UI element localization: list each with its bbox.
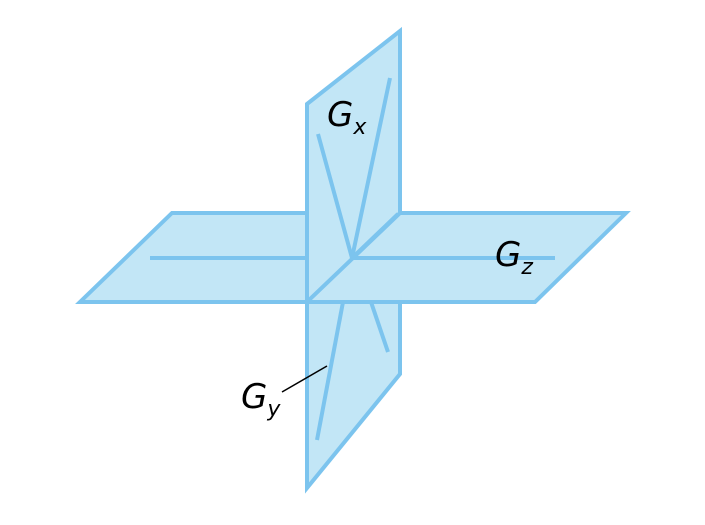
label-gz: Gz [495, 235, 533, 280]
label-gy-main: G [241, 377, 267, 417]
plane-gy-ruling-2 [369, 301, 390, 353]
plane-gx-ruling-1 [350, 77, 392, 259]
label-gx-main: G [327, 95, 353, 135]
gy-leader-line [281, 365, 328, 393]
plane-gx-ruling-3 [350, 212, 400, 260]
label-gz-main: G [495, 235, 521, 275]
label-gy: Gy [241, 377, 281, 422]
plane-gx-ruling-2 [316, 133, 354, 259]
label-gx: Gx [327, 95, 367, 140]
plane-gy-lower [305, 300, 402, 494]
label-gy-sub: y [266, 397, 281, 422]
plane-gy-ruling-1 [315, 301, 345, 441]
label-gz-sub: z [520, 255, 533, 280]
label-gx-sub: x [352, 115, 367, 140]
